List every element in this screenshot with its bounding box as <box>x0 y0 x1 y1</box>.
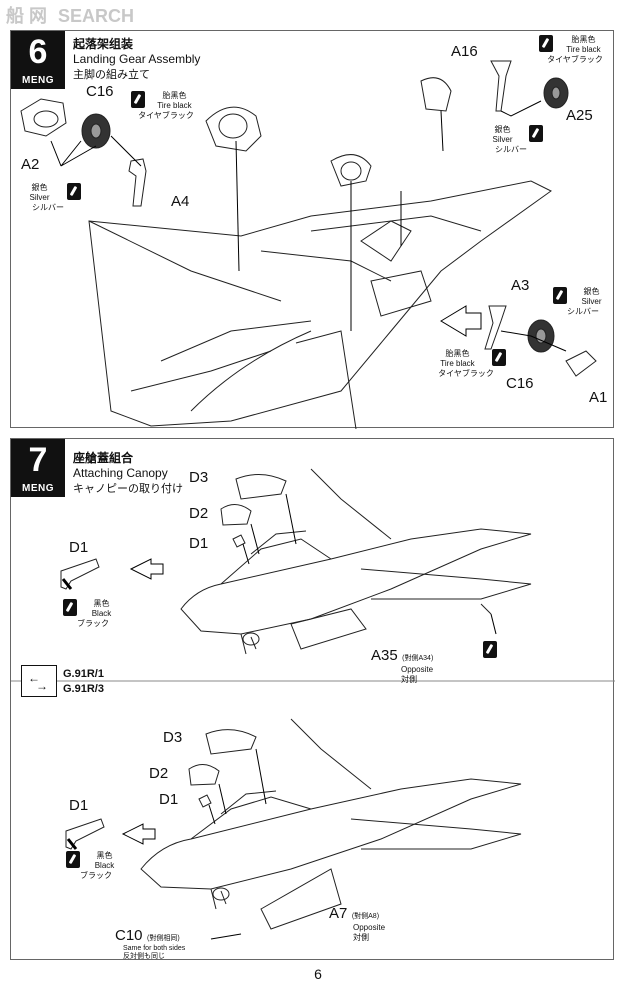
step-6-badge: 6 MENG <box>11 31 65 89</box>
panel-a35 <box>290 608 367 650</box>
part-label-a2: A2 <box>21 156 40 173</box>
step-7-panel: 7 MENG 座艙蓋組合 Attaching Canopy キャノピーの取り付け <box>10 438 615 960</box>
part-label-c10: C10 (對側相同) Same for both sides 反対側も同じ <box>115 927 186 960</box>
paint-brush-icon <box>492 349 506 366</box>
step-number: 7 <box>28 441 48 479</box>
step-title-jp: 主脚の組み立て <box>73 69 150 81</box>
color-note-black-lower: 黑色 Black ブラック <box>66 851 126 881</box>
wheel-c16b <box>527 319 555 353</box>
step-title-jp: キャノピーの取り付け <box>73 483 183 495</box>
d1-left-part-lower <box>65 818 105 850</box>
part-label-a4: A4 <box>171 193 190 210</box>
part-label-d3-lower: D3 <box>163 729 183 746</box>
canopy-d1-lower <box>198 794 212 808</box>
wheel-a25 <box>543 77 569 109</box>
part-label-d3: D3 <box>189 469 209 486</box>
part-label-d1-lower: D1 <box>159 791 179 808</box>
fuselage-upper <box>180 528 532 635</box>
color-note-silver-a3: 銀色 Silver シルバー <box>553 287 613 317</box>
part-label-a25: A25 <box>566 107 593 124</box>
watermark-logo-text: 船 网 <box>6 6 48 26</box>
page-number: 6 <box>314 966 322 982</box>
paint-brush-icon <box>67 183 81 200</box>
part-label-d1-left: D1 <box>69 539 89 556</box>
step-title-en: Landing Gear Assembly <box>73 52 201 66</box>
canopy-d3 <box>235 474 287 500</box>
canopy-d3-lower <box>205 729 257 755</box>
color-note-silver-a16: 銀色 Silver シルバー <box>479 125 543 155</box>
part-label-d1: D1 <box>189 535 209 552</box>
part-label-a1: A1 <box>589 389 608 406</box>
step-title-cn: 起落架组装 <box>73 37 134 51</box>
variant-label: G.91R/1 <box>63 668 104 680</box>
strut-a16 <box>490 60 512 112</box>
step-7-badge: 7 MENG <box>11 439 65 497</box>
part-label-a7: A7 (對側A8) Opposite 対側 <box>329 905 386 942</box>
variant-labels: G.91R/1 G.91R/3 <box>63 667 104 697</box>
color-note-black: 黑色 Black ブラック <box>63 599 123 629</box>
part-label-c16: C16 <box>86 83 114 100</box>
variant-switch-icon: ← → <box>21 665 57 697</box>
watermark-logo: 船 网 SEARCH <box>6 2 134 28</box>
part-label-a3: A3 <box>511 277 530 294</box>
part-label-c16b: C16 <box>506 375 534 392</box>
color-note-silver-left: 銀色 Silver シルバー <box>15 183 81 213</box>
gear-door <box>205 106 262 152</box>
paint-brush-icon <box>539 35 553 52</box>
part-label-d1-left-lower: D1 <box>69 797 89 814</box>
strut-a4 <box>128 158 147 207</box>
color-note-tire-a16: 胎黑色 Tire black タイヤブラック <box>539 35 611 65</box>
canopy-d1 <box>232 534 246 548</box>
step-6-panel: 6 MENG 起落架组装 Landing Gear Assembly 主脚の組み… <box>10 30 614 429</box>
wheel-cover-a2 <box>20 98 67 137</box>
paint-brush-icon <box>63 599 77 616</box>
direction-arrow-lower <box>121 823 156 845</box>
part-label-a35: A35 (對側A34) Opposite 対側 <box>371 647 434 684</box>
cover-a1 <box>565 350 597 377</box>
part-label-d2-lower: D2 <box>149 765 169 782</box>
direction-arrow <box>440 305 482 337</box>
strut-a3 <box>484 305 507 350</box>
brand-logo: MENG <box>22 75 54 86</box>
paint-brush-icon <box>66 851 80 868</box>
canopy-drawing <box>11 468 615 940</box>
fuselage-outline <box>88 180 552 427</box>
paint-brush-icon <box>529 125 543 142</box>
part-label-a16: A16 <box>451 43 478 60</box>
fuselage-lower <box>140 778 522 890</box>
paint-brush-icon <box>131 91 145 108</box>
canopy-d2 <box>220 504 252 526</box>
part-label-d2: D2 <box>189 505 209 522</box>
paint-brush-icon <box>483 641 497 658</box>
direction-arrow <box>129 558 164 580</box>
paint-brush-icon <box>553 287 567 304</box>
color-note-tire-a3: 胎黑色 Tire black タイヤブラック <box>426 349 506 379</box>
step-number: 6 <box>28 33 48 71</box>
brand-logo: MENG <box>22 483 54 494</box>
canopy-d2-lower <box>188 764 220 786</box>
step-title-cn: 座艙蓋組合 <box>73 451 134 465</box>
color-note-tire-c16: 胎黑色 Tire black タイヤブラック <box>131 91 201 121</box>
variant-label: G.91R/3 <box>63 683 104 695</box>
wheel-c16 <box>81 113 111 149</box>
d1-left-part <box>60 558 100 590</box>
watermark-text: SEARCH <box>58 6 135 26</box>
step-title-en: Attaching Canopy <box>73 466 168 480</box>
